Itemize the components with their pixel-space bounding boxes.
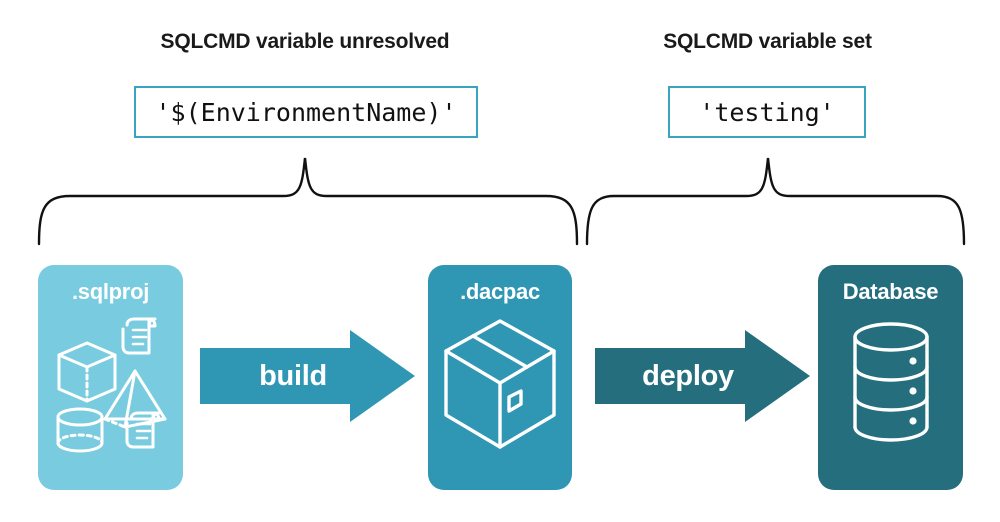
arrow-deploy-icon xyxy=(595,330,810,422)
caption-sqlcmd-unresolved: SQLCMD variable unresolved xyxy=(160,30,450,53)
stage-box-sqlproj: .sqlproj xyxy=(38,265,183,490)
package-box-icon xyxy=(428,315,572,455)
code-value-unresolved: '$(EnvironmentName)' xyxy=(134,86,478,138)
right-brace-icon xyxy=(585,157,966,246)
stage-label-sqlproj: .sqlproj xyxy=(71,279,150,304)
brace-group xyxy=(37,157,966,246)
arrow-build-icon xyxy=(200,330,415,422)
database-cylinder-icon xyxy=(818,315,963,455)
caption-sqlcmd-set: SQLCMD variable set xyxy=(663,30,872,53)
project-artifacts-icon xyxy=(38,315,183,455)
stage-label-dacpac: .dacpac xyxy=(460,279,540,304)
stage-label-database: Database xyxy=(842,279,939,304)
stage-box-dacpac: .dacpac xyxy=(428,265,572,490)
stage-box-database: Database xyxy=(818,265,963,490)
code-value-set: 'testing' xyxy=(668,86,866,138)
arrow-deploy: deploy xyxy=(595,330,810,422)
left-brace-icon xyxy=(37,157,579,246)
arrow-build: build xyxy=(200,330,415,422)
